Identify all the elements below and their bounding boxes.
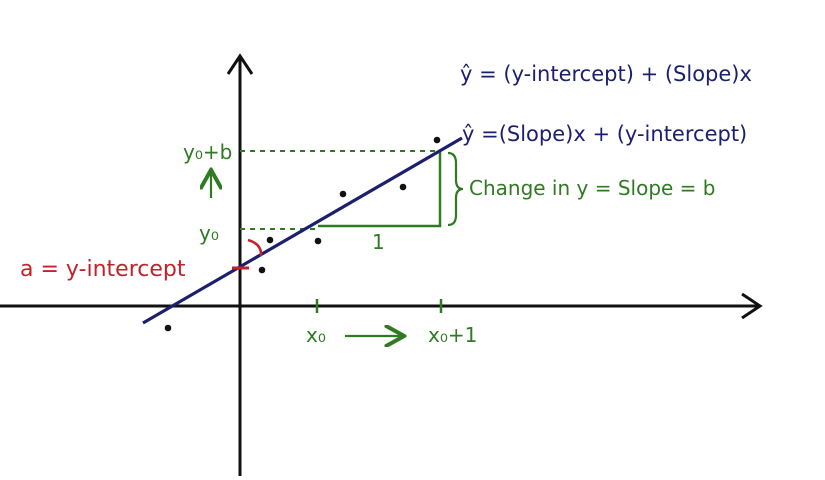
change-in-y-label: Change in y = Slope = b bbox=[469, 176, 715, 200]
x-axis-arrowhead bbox=[741, 292, 763, 320]
intercept-label: a = y-intercept bbox=[20, 257, 186, 282]
equation-2: ŷ =(Slope)x + (y-intercept) bbox=[462, 122, 747, 146]
data-point bbox=[399, 183, 407, 191]
angle-arc bbox=[247, 238, 263, 257]
data-point bbox=[266, 236, 274, 244]
data-point bbox=[339, 190, 347, 198]
x0-label: x₀ bbox=[306, 323, 326, 347]
x0-plus-1-label: x₀+1 bbox=[428, 323, 477, 347]
slope-triangle bbox=[318, 152, 442, 228]
run-label: 1 bbox=[372, 230, 385, 254]
change-brace bbox=[447, 151, 464, 227]
y0-plus-b-label: y₀+b bbox=[183, 140, 232, 164]
y-axis-arrowhead bbox=[226, 53, 254, 75]
data-point bbox=[433, 136, 441, 144]
equation-1: ŷ = (y-intercept) + (Slope)x bbox=[460, 62, 752, 86]
data-point bbox=[164, 324, 172, 332]
data-point bbox=[314, 237, 322, 245]
y0-label: y₀ bbox=[199, 221, 219, 245]
data-point bbox=[258, 266, 266, 274]
regression-line bbox=[142, 136, 463, 325]
